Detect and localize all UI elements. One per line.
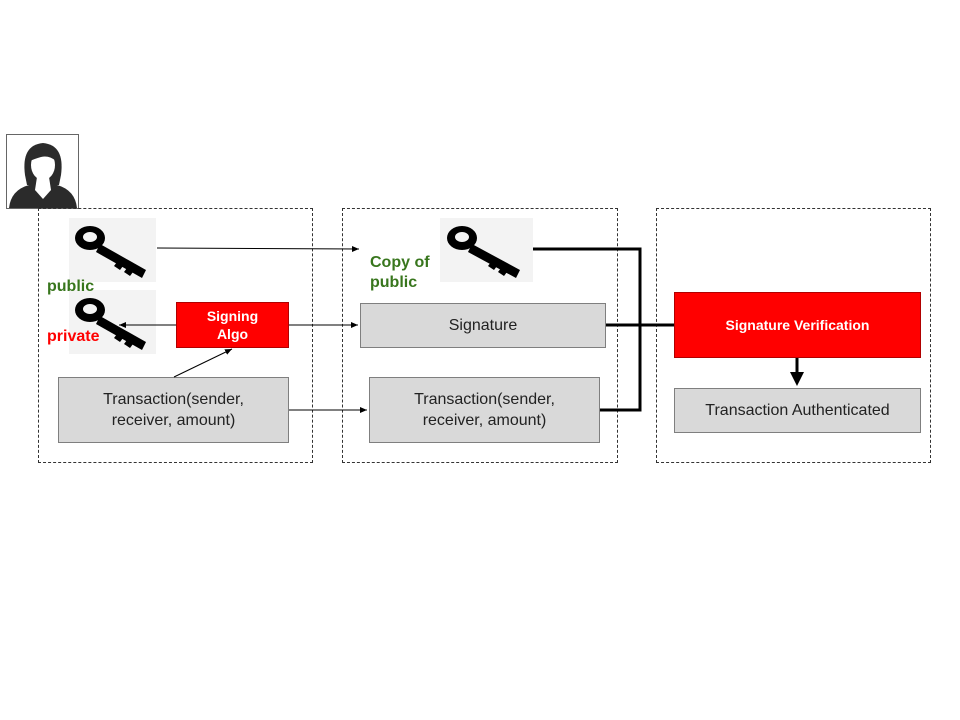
message-panel [342,208,618,463]
key-icon [447,226,520,278]
public-key-copy-label: Copy of public [370,254,430,291]
message-transaction-box: Transaction(sender, receiver, amount) [369,377,600,443]
transaction-to-algo-arrow [173,348,233,378]
key-icon [75,298,146,350]
user-avatar-icon [6,134,79,209]
signature-box: Signature [360,303,606,348]
transaction-connector [600,325,642,412]
signature-verification-label: Signature Verification [725,317,870,333]
transaction-authenticated-label: Transaction Authenticated [705,402,890,419]
key-icon [75,226,146,278]
signer-transaction-label: Transaction(sender, receiver, amount) [103,391,244,429]
public-to-copy-arrow [156,245,360,252]
public-key-label: public [47,278,95,295]
signer-panel [38,208,313,463]
message-transaction-label: Transaction(sender, receiver, amount) [414,391,555,429]
transaction-authenticated-box: Transaction Authenticated [674,388,921,433]
verifier-panel [656,208,931,463]
signing-algo-label: Signing Algo [206,308,259,342]
private-key-label: private [47,328,100,345]
copy-key-connector [533,247,642,325]
verification-to-result-arrowhead [790,372,804,386]
signature-label: Signature [448,317,518,334]
signature-verification-box: Signature Verification [674,292,921,358]
signing-algo-box: Signing Algo [176,302,289,348]
signer-transaction-box: Transaction(sender, receiver, amount) [58,377,289,443]
